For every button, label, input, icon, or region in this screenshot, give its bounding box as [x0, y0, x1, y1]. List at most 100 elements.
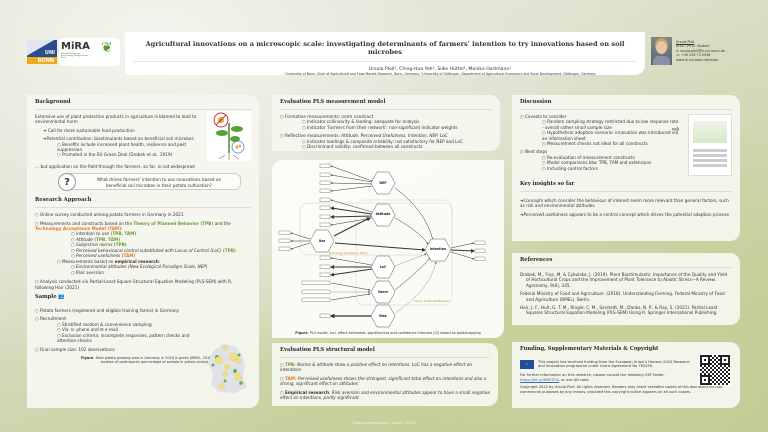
empirical-item: ○ Risk aversion: [71, 269, 104, 275]
construct-name: Intention to use: [76, 231, 110, 237]
empirical-point: ○ Measurements based on empirical resear…: [35, 259, 251, 264]
construct-tag: (TPB, TAM): [94, 236, 121, 242]
tam-frame-label: Technology Acceptance Model: [328, 251, 367, 255]
risk-label: Risk: [379, 314, 387, 318]
pls-figure-caption: Figure. PLS model, incl. effect estimate…: [272, 331, 504, 335]
text: Perceived usefulness shows the strongest…: [280, 375, 487, 387]
poster-title: Agricultural innovations on a microscopi…: [133, 40, 637, 62]
tpb-label: Theory of Planned Behavior (TPB): [133, 220, 214, 226]
discussion-subpoint: ○ Measurement checks not ideal for all c…: [542, 141, 648, 147]
construct-tag: (TPB, TAM): [110, 231, 137, 237]
construct-tag: (TPB): [222, 247, 236, 253]
contact-phone: ☏ +49 228 73-5936: [676, 53, 711, 58]
reference-item: Hair, J. F., Hult, G. T. M., Ringle, C. …: [520, 305, 718, 316]
uni-bonn-logo: UNI BONN: [27, 40, 57, 64]
text: ➔: [520, 211, 524, 217]
contact-email[interactable]: ✉ ursula.ploll@ilr.uni-bonn.de: [676, 48, 725, 53]
footer: Poster presentation – AAEA – 2022: [352, 421, 416, 425]
pls-figure-panel: Technology Acceptance Model Theory of Pl…: [272, 160, 504, 338]
discussion-point: ○ Caveats to consider: [520, 113, 567, 119]
sample-subpoint: ○ Exclusion criteria: incomplete respons…: [57, 332, 190, 344]
nep-label: NEP: [379, 181, 387, 185]
text: empirical research: [114, 258, 159, 264]
construct-item: ○ Perceived usefulness (TAM): [71, 253, 136, 259]
text: Attitude, Perceived Usefulness, Intentio…: [341, 133, 448, 139]
loc-node: [370, 255, 396, 279]
contact-info: Ursula Ploll M.Sc., Ph.D. Student ✉ ursu…: [676, 40, 725, 62]
author-photo: [651, 37, 672, 65]
insight-point: ➔Perceived usefulness appears to be a ce…: [520, 212, 732, 217]
tam-label: Technology Acceptance Model (TAM): [35, 226, 122, 232]
structural-point: ○ Empirical research: Risk aversion and …: [280, 389, 490, 401]
text: Figure.: [295, 331, 309, 335]
map-caption: Figure. Main potato growing area in Germ…: [75, 356, 235, 365]
structural-panel: Evaluation PLS structural model ○ TPB: N…: [272, 343, 498, 406]
discussion-subpoint: ○ Re-evaluation of measurement construct…: [542, 154, 635, 160]
mira-logo: MiRA Microbial Biology and Biotechnology…: [59, 38, 120, 66]
use-label: Use: [319, 239, 326, 243]
use-node: [309, 229, 335, 253]
text: ○ Measurements and constructs based on t…: [35, 220, 134, 226]
background-heading: Background: [35, 99, 251, 110]
contact-web[interactable]: www.ilr.uni-bonn.de/mafo: [676, 57, 719, 62]
references-heading: References: [520, 257, 732, 268]
reference-item: Federal Ministry of Food and Agriculture…: [520, 291, 725, 302]
attitude-node: [370, 203, 396, 227]
risk-node: [370, 304, 396, 328]
affiliations: ¹University of Bonn, Chair of Agricultur…: [284, 72, 596, 76]
eu-funding-text: This project has received funding from t…: [538, 359, 690, 369]
norm-node: [370, 280, 396, 304]
discussion-heading: Discussion: [520, 99, 732, 110]
research-point: ○ Analysis conducted via Partial-Least-S…: [35, 279, 233, 290]
measurement-point: ○ Reflective measurements: Attitude, Per…: [280, 133, 492, 138]
empirical-item: ○ Environmental attitudes (New Ecologica…: [71, 264, 208, 270]
loc-label: LoC: [380, 265, 387, 269]
poster-header: Agricultural innovations on a microscopi…: [125, 32, 645, 76]
research-question: What drives farmers' intention to use in…: [96, 177, 222, 188]
background-intro: Extensive use of plant protection produc…: [35, 113, 197, 125]
references-panel: References Drobek, M., Frąc, M. & Cybuls…: [512, 253, 740, 325]
discussion-panel: Discussion ○ Caveats to consider ○ Rando…: [512, 95, 740, 241]
tpb-frame-label: Theory of Planned Behavior: [414, 299, 451, 303]
funding-heading: Funding, Supplementary Materials & Copyr…: [520, 346, 659, 352]
discussion-subpoint: ○ Random sampling strategy restricted du…: [542, 119, 679, 130]
pls-model-diagram: Technology Acceptance Model Theory of Pl…: [278, 163, 486, 328]
sample-point: ○ Recruitment:: [35, 316, 68, 322]
measurement-point: ○ Formative measurements: norm construct: [280, 113, 374, 119]
construct-name: Subjective norms: [76, 242, 113, 248]
measurement-heading: Evaluation PLS measurement model: [280, 99, 492, 110]
attitude-label: Attitude: [376, 212, 391, 216]
text: ○ Reflective measurements:: [280, 133, 342, 139]
discussion-subpoint: ○ Including control factors: [542, 165, 598, 171]
structural-heading: Evaluation PLS structural model: [280, 347, 490, 358]
nep-node: [370, 171, 396, 195]
measurement-subpoint: ○ Indicator collinearity & loading: adeq…: [302, 119, 420, 125]
sample-subpoint: ○ Stratified random & convenience sampli…: [57, 321, 152, 327]
text: :: [121, 226, 123, 232]
sample-point: ○ Potato farmers (registered and eligibl…: [35, 307, 180, 313]
plant-icon: ❦: [101, 40, 113, 56]
sample-point: ○ Final sample size: 102 observations: [35, 347, 115, 353]
qr-code[interactable]: [699, 354, 731, 386]
discussion-subpoint: ○ Model comparisons btw. TPB, TAM and ex…: [542, 160, 652, 166]
background-point: ➔Potential contribution: biostimulants b…: [43, 136, 194, 142]
structural-point: ○ TAM: Perceived usefulness shows the st…: [280, 375, 487, 387]
mira-text: MiRA: [61, 41, 90, 52]
text: Figure.: [80, 355, 95, 360]
osf-link[interactable]: https://bit.ly/3NfFZO0: [520, 377, 559, 382]
text: appears to be a central concept which dr…: [567, 211, 729, 217]
left-panel: Background Extensive use of plant protec…: [27, 95, 259, 408]
measurement-subpoint: ○ Discriminant validity: confirmed betwe…: [302, 144, 423, 150]
text: and the: [213, 220, 231, 226]
funding-panel: Funding, Supplementary Materials & Copyr…: [512, 342, 740, 408]
background-subpoint: ○ Benefits include increased plant healt…: [57, 141, 187, 153]
text: Norms & attitude show a positive effect …: [280, 361, 473, 373]
bonn-text: BONN: [37, 58, 54, 64]
research-question-box: ? What drives farmers' intention to use …: [58, 173, 241, 192]
mira-subtitle: Microbial Biology and Biotechnology for …: [61, 53, 88, 59]
arrow-right-icon: ⇨: [672, 125, 680, 135]
measurement-subpoint: ○ Indicator 'Farmers from their network'…: [302, 124, 458, 130]
intention-label: Intention: [430, 247, 447, 251]
background-subpoint: ○ Promoted in the EU Green Deal (Drobek …: [57, 152, 173, 158]
authors: Ursula Ploll¹, Ching-Hua Yeh¹, Silke Hüt…: [368, 67, 512, 72]
